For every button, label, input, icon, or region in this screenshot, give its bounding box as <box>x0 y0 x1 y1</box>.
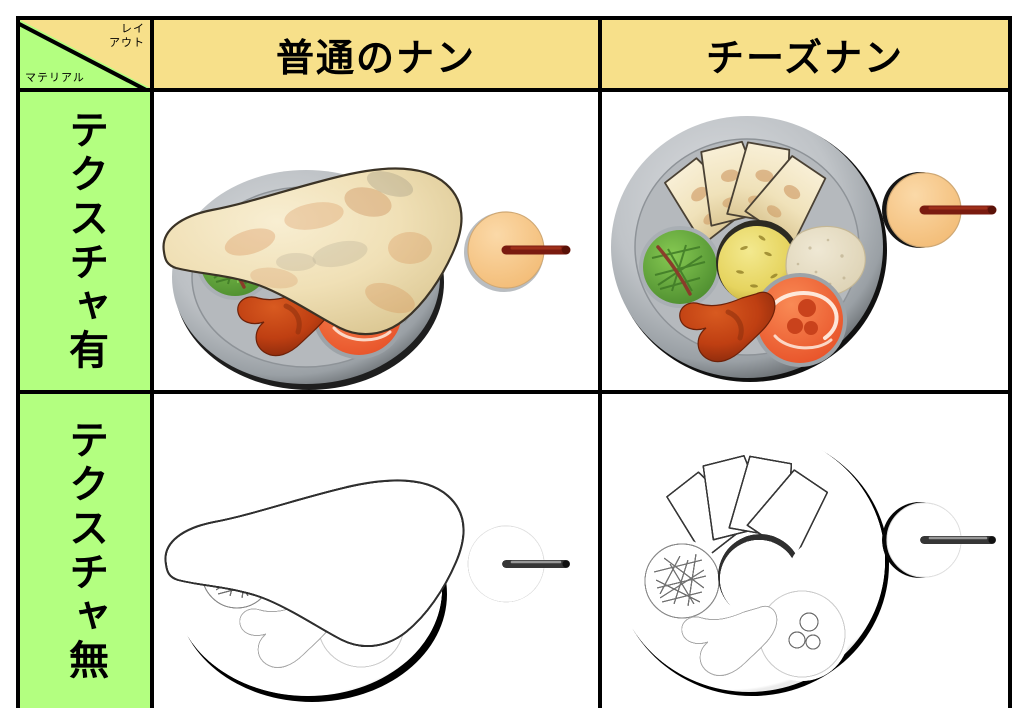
comparison-matrix-table: レイ アウト マテリアル 普通のナン チーズナン テクスチャ有 テクスチャ無 <box>16 16 1012 708</box>
lassi-glass <box>464 211 571 292</box>
naan-whole <box>164 479 465 648</box>
cell-textured-plain-naan <box>154 92 598 390</box>
axis-label-layout-line1: レイ <box>121 23 145 35</box>
horizontal-rule-header <box>20 88 1008 92</box>
tandoori-chicken-leg <box>679 291 776 363</box>
lassi-glass <box>464 525 570 606</box>
naan-whole <box>162 167 463 336</box>
column-header-plain-naan: 普通のナン <box>154 20 598 88</box>
axis-corner-cell: レイ アウト マテリアル <box>20 20 150 88</box>
drinking-straw <box>502 560 570 568</box>
lassi-glass <box>882 172 997 248</box>
green-salad-bowl <box>639 226 721 308</box>
drinking-straw <box>920 536 996 544</box>
axis-label-layout-line2: アウト <box>109 36 145 49</box>
axis-label-material: マテリアル <box>25 72 85 84</box>
lassi-glass <box>882 502 996 578</box>
tandoori-chicken-leg <box>681 605 778 677</box>
cell-textured-cheese-naan <box>602 92 1008 390</box>
vertical-rule-columns <box>598 20 602 704</box>
tomato-curry-bowl <box>753 273 847 367</box>
horizontal-rule-rows <box>20 390 1008 394</box>
naan-slices <box>666 454 829 560</box>
cell-untextured-plain-naan <box>154 394 598 708</box>
column-header-cheese-naan: チーズナン <box>602 20 1008 88</box>
green-salad-bowl <box>641 540 723 622</box>
row-header-untextured: テクスチャ無 <box>20 394 150 708</box>
vertical-rule-row-header <box>150 20 154 704</box>
axis-label-layout: レイ アウト <box>75 23 145 51</box>
cell-untextured-cheese-naan <box>602 394 1008 708</box>
tomato-curry-bowl <box>755 587 849 681</box>
row-header-textured: テクスチャ有 <box>20 92 150 390</box>
drinking-straw <box>501 245 571 255</box>
drinking-straw <box>919 205 997 215</box>
